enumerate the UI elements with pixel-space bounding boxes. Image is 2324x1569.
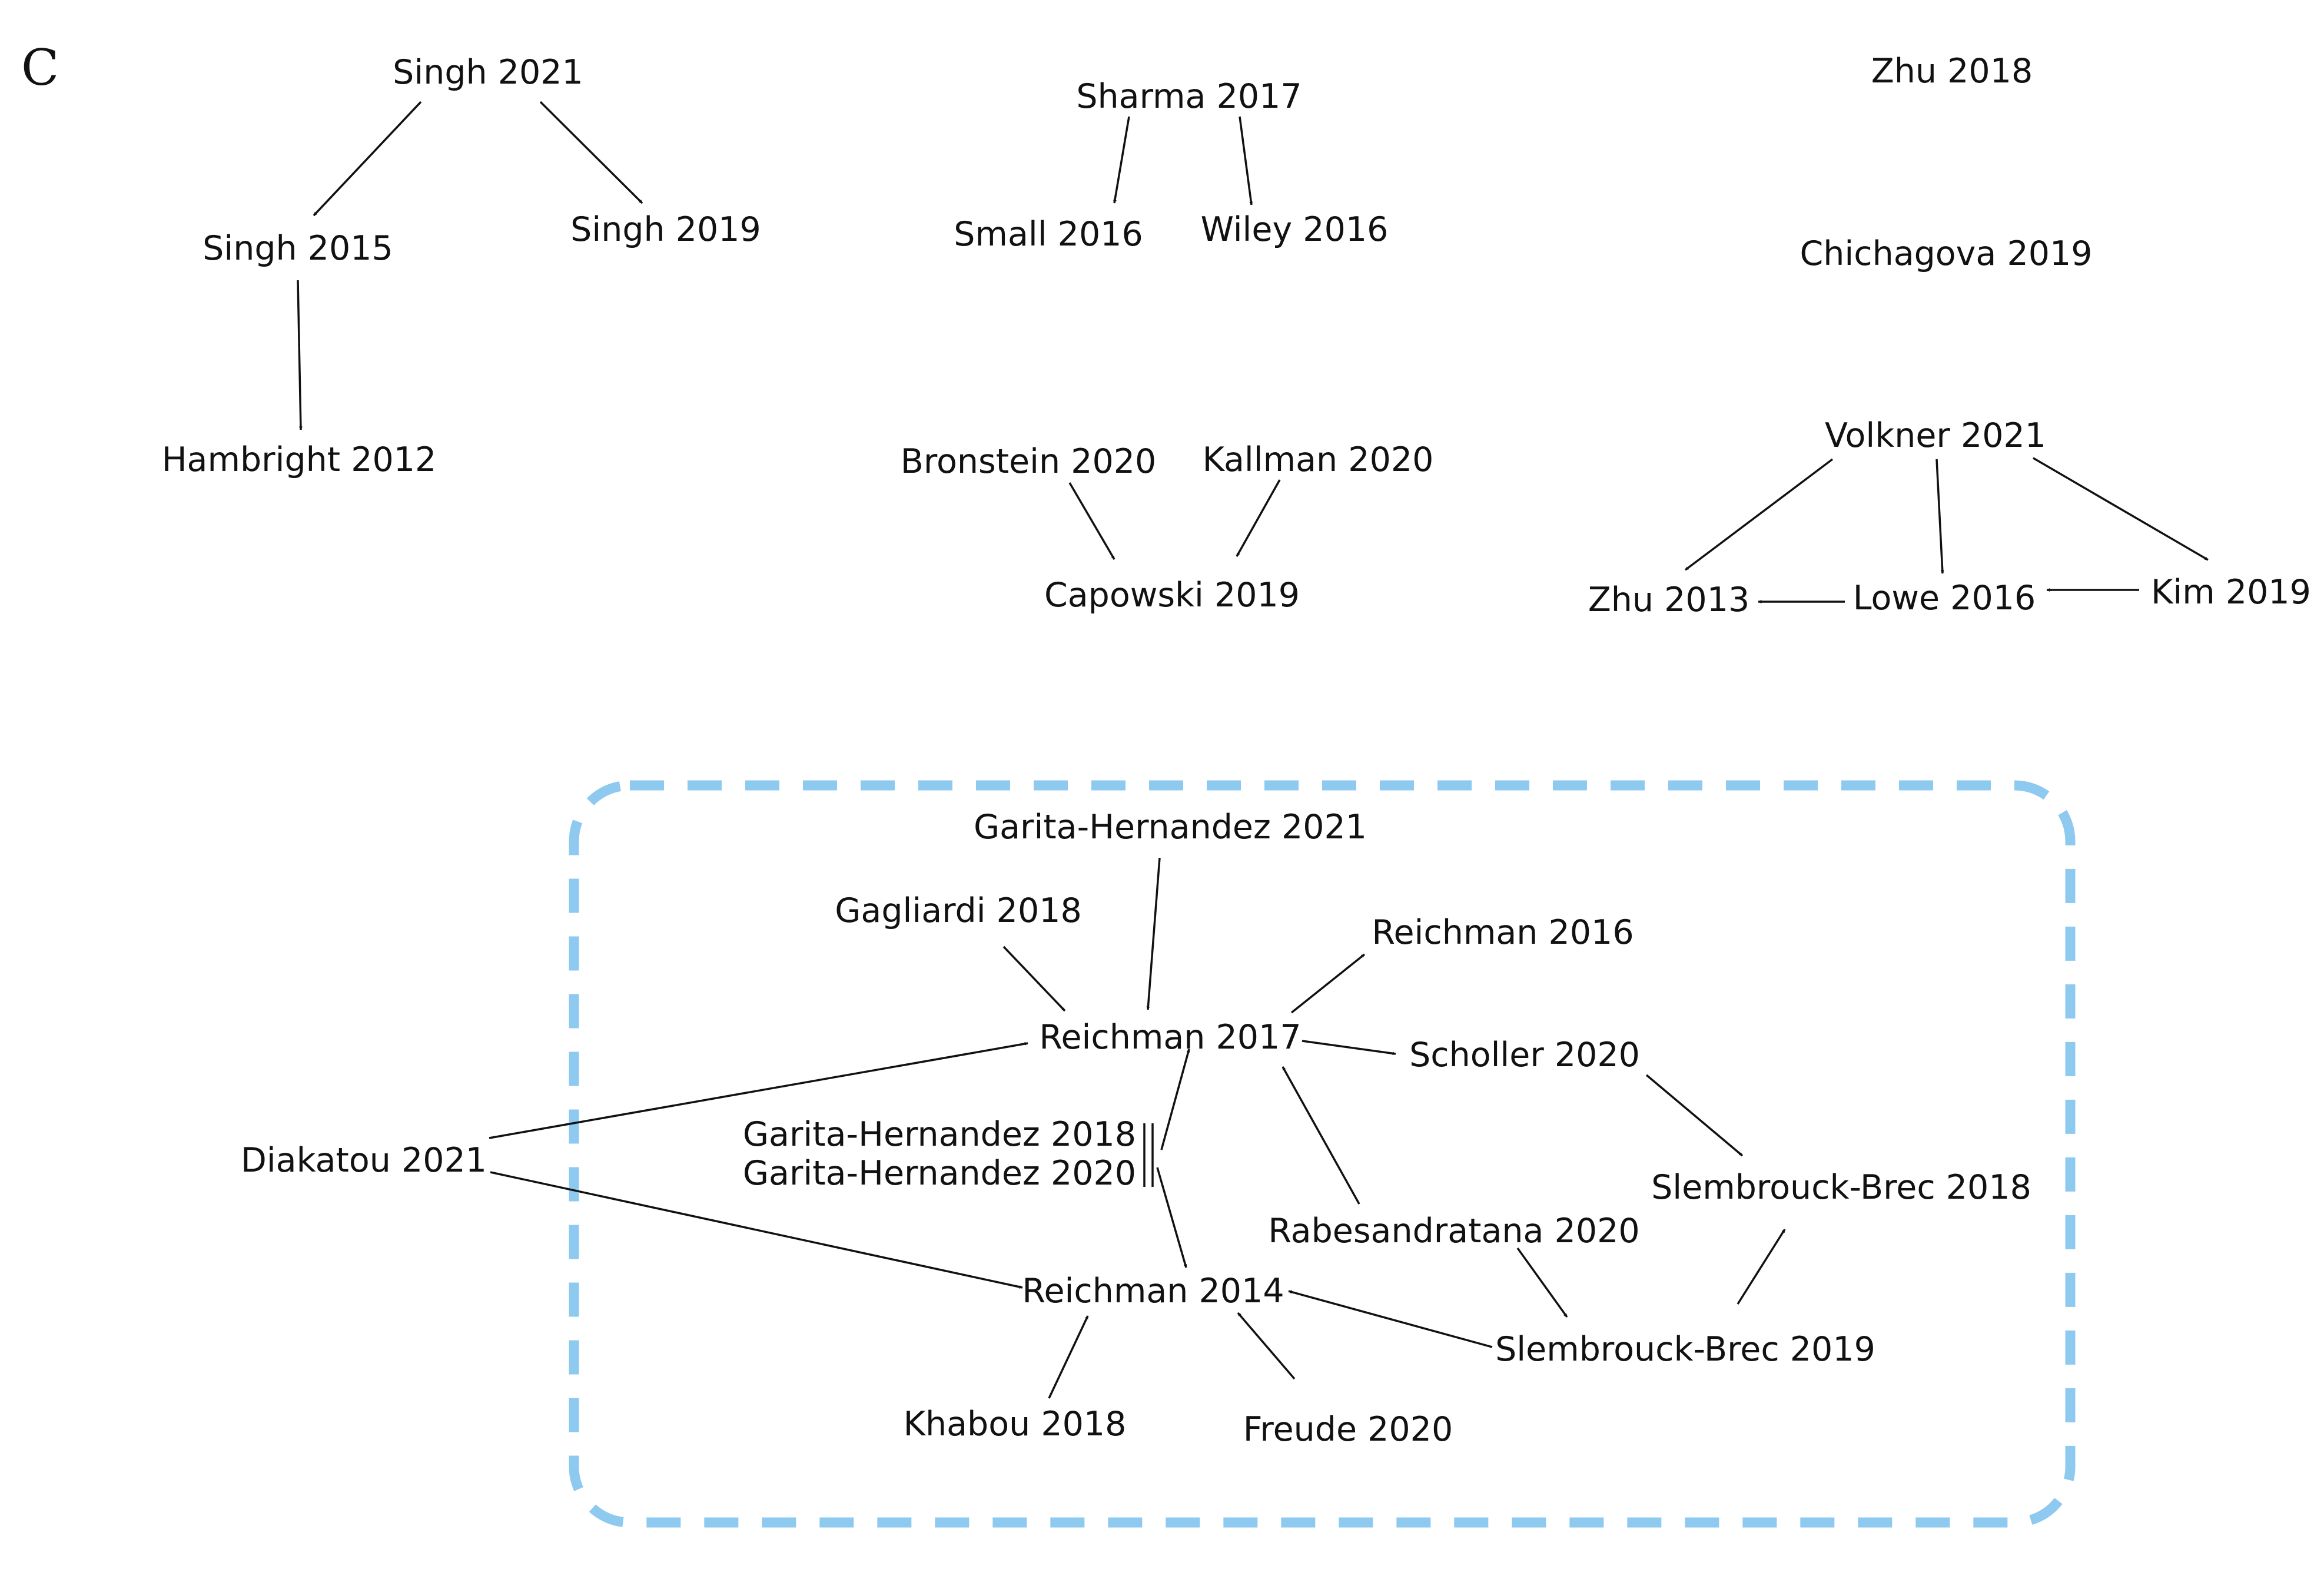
edge-diakatou2021-reichman2017	[489, 1041, 1028, 1139]
node-singh-2021: Singh 2021	[393, 53, 583, 92]
node-garita-hernandez-2021: Garita-Hernandez 2021	[974, 808, 1367, 847]
node-bronstein-2020: Bronstein 2020	[901, 442, 1157, 481]
edge-scholler2020-slembrouckbrec2018	[1645, 1074, 1744, 1157]
edge-singh2021-singh2019	[539, 101, 643, 204]
node-singh-2015: Singh 2015	[202, 229, 393, 268]
nodes-group: Singh 2021 Singh 2015 Singh 2019 Hambrig…	[162, 52, 2311, 1449]
node-diakatou-2021: Diakatou 2021	[241, 1141, 487, 1180]
node-wiley-2016: Wiley 2016	[1201, 210, 1389, 249]
node-scholler-2020: Scholler 2020	[1409, 1036, 1640, 1074]
edge-sharma2017-wiley2016	[1239, 116, 1253, 205]
node-capowski-2019: Capowski 2019	[1044, 576, 1300, 615]
edge-volkner2021-zhu2013	[1684, 458, 1834, 571]
node-khabou-2018: Khabou 2018	[904, 1405, 1127, 1444]
node-reichman-2016: Reichman 2016	[1372, 913, 1634, 952]
node-rabesandratana-2020: Rabesandratana 2020	[1268, 1212, 1639, 1250]
node-slembrouck-brec-2019: Slembrouck-Brec 2019	[1495, 1330, 1875, 1369]
edge-gagliardi2018-reichman2017	[1002, 946, 1066, 1012]
node-volkner-2021: Volkner 2021	[1825, 416, 2046, 455]
node-lowe-2016: Lowe 2016	[1853, 579, 2036, 618]
edge-kallman2020-capowski2019	[1236, 479, 1281, 557]
edge-slembrouckbrec2019-reichman2014	[1288, 1290, 1493, 1348]
edge-sharma2017-small2016	[1113, 116, 1130, 204]
edge-slembrouckbrec2019-slembrouckbrec2018	[1737, 1229, 1786, 1305]
edges-group	[297, 101, 2209, 1399]
node-zhu-2018: Zhu 2018	[1871, 52, 2033, 91]
panel-label: C	[21, 39, 59, 97]
edge-singh2021-singh2015	[313, 101, 422, 217]
node-sharma-2017: Sharma 2017	[1076, 77, 1302, 116]
edge-khabou2018-reichman2014	[1048, 1315, 1089, 1399]
node-singh-2019: Singh 2019	[570, 210, 761, 249]
edge-garitahernandez2021-reichman2017	[1146, 857, 1161, 1010]
node-small-2016: Small 2016	[954, 215, 1143, 254]
edge-bronstein2020-capowski2019	[1068, 482, 1115, 560]
node-garita-hernandez-2018: Garita-Hernandez 2018	[743, 1115, 1136, 1154]
node-reichman-2017: Reichman 2017	[1039, 1018, 1301, 1057]
edge-reichman2017-scholler2020	[1302, 1040, 1396, 1056]
node-slembrouck-brec-2018: Slembrouck-Brec 2018	[1651, 1168, 2031, 1207]
node-kallman-2020: Kallman 2020	[1203, 440, 1434, 479]
node-hambright-2012: Hambright 2012	[162, 440, 437, 479]
edge-garitahernandez-reichman2014	[1156, 1167, 1187, 1268]
edge-garitahernandez-reichman2017	[1160, 1049, 1190, 1150]
node-freude-2020: Freude 2020	[1243, 1410, 1453, 1449]
edge-singh2015-hambright2012	[297, 280, 303, 430]
cluster-boundary	[569, 780, 2076, 1528]
node-zhu-2013: Zhu 2013	[1588, 581, 1749, 619]
edge-reichman2017-reichman2016	[1290, 953, 1366, 1014]
node-kim-2019: Kim 2019	[2151, 573, 2311, 612]
node-reichman-2014: Reichman 2014	[1022, 1272, 1284, 1311]
node-gagliardi-2018: Gagliardi 2018	[835, 891, 1082, 930]
node-garita-hernandez-2020: Garita-Hernandez 2020	[743, 1154, 1136, 1193]
edge-volkner2021-lowe2016	[1935, 459, 1944, 574]
edge-rabesandratana2020-reichman2017	[1281, 1066, 1360, 1205]
edge-diakatou2021-reichman2014	[490, 1171, 1023, 1289]
edge-rabesandratana2020-slembrouckbrec2019	[1516, 1247, 1568, 1318]
edge-freude2020-reichman2014	[1237, 1312, 1296, 1380]
edge-volkner2021-kim2019	[2033, 457, 2209, 561]
node-chichagova-2019: Chichagova 2019	[1800, 234, 2092, 273]
